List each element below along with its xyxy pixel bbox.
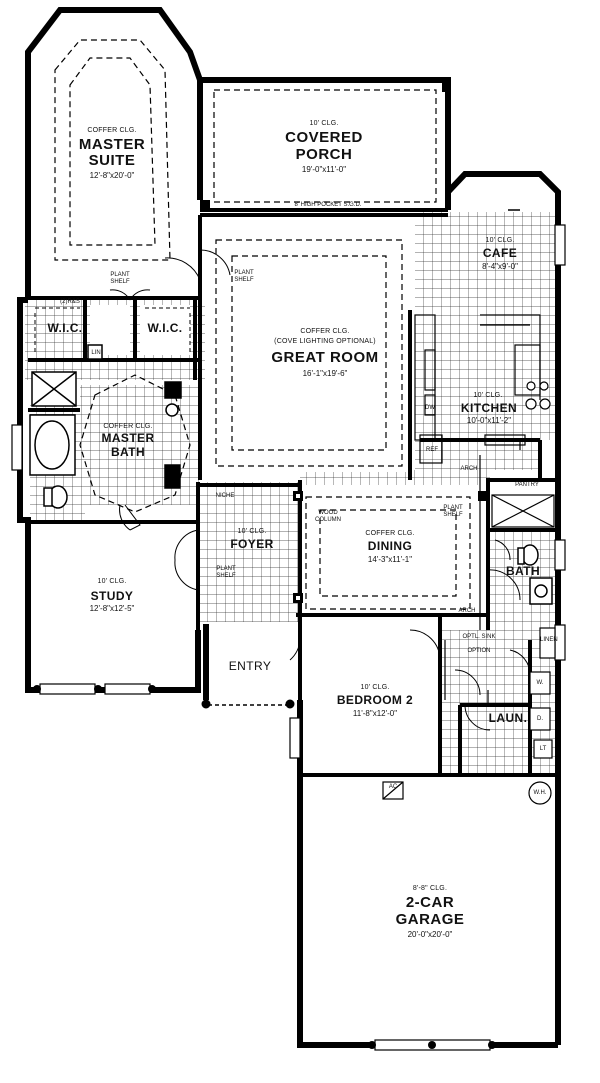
cafe-ceiling: 10' CLG. — [485, 237, 515, 244]
foyer-name: FOYER — [230, 537, 274, 551]
garage-name-2: GARAGE — [395, 911, 465, 928]
master-suite-name-2: SUITE — [88, 152, 136, 169]
dryer-label: D. — [537, 716, 543, 722]
great-room-ceiling: COFFER CLG. — [300, 328, 350, 335]
garage-ceiling: 8'-8" CLG. — [412, 885, 448, 892]
dw-label: DW — [425, 405, 435, 411]
kitchen-name: KITCHEN — [460, 401, 518, 415]
laundry-appliances — [382, 627, 556, 805]
plant-shelf-label-1a: PLANT — [110, 272, 130, 278]
wic-right: W.I.C. — [147, 321, 183, 335]
laundry-name: LAUN. — [488, 711, 528, 725]
window-posts — [33, 685, 496, 1049]
bath-name: BATH — [505, 564, 541, 578]
dining-ceiling: COFFER CLG. — [365, 530, 415, 537]
arch-label-2: ARCH — [458, 608, 476, 614]
study-ceiling: 10' CLG. — [97, 578, 127, 585]
wood-column-label-2: COLUMN — [314, 517, 341, 523]
entry-porch — [201, 699, 295, 709]
dining-name: DINING — [367, 539, 413, 553]
great-room-ceiling-note: (COVE LIGHTING OPTIONAL) — [274, 338, 376, 345]
great-room-name: GREAT ROOM — [271, 349, 379, 366]
cafe-dims: 8'-4"x9'-0" — [482, 262, 518, 271]
covered-porch-name-2: PORCH — [295, 146, 353, 163]
pantry-label: PANTRY — [515, 482, 539, 488]
bath-fixtures — [29, 344, 182, 509]
bath-2-fixtures — [517, 544, 553, 605]
optional-label: OPTION — [467, 648, 491, 654]
master-bath-name-1: MASTER — [101, 431, 155, 445]
interior-posts — [444, 455, 489, 705]
doors — [109, 209, 531, 731]
bedroom-2-ceiling: 10' CLG. — [360, 684, 390, 691]
linen-label: LINEN — [540, 637, 558, 643]
kitchen-cabinets — [414, 314, 541, 464]
garage-name-1: 2-CAR — [405, 894, 455, 911]
lt-label: LT — [539, 746, 547, 752]
ac-label: AC — [388, 784, 398, 790]
pantry — [491, 494, 555, 528]
dining-dims: 14'-3"x11'-1" — [367, 555, 413, 564]
lin-label: LIN — [91, 350, 101, 356]
great-room-dims: 16'-1"x19'-6" — [302, 369, 348, 378]
plant-shelf-label-1b: SHELF — [110, 279, 130, 285]
study-name: STUDY — [90, 589, 134, 603]
entry-name: ENTRY — [228, 659, 272, 673]
garage-dims: 20'-0"x20'-0" — [407, 930, 453, 939]
cafe-name: CAFE — [482, 246, 518, 260]
cooktop-burners — [525, 381, 551, 410]
plant-shelf-label-3a: PLANT — [443, 505, 463, 511]
covered-porch-ceiling: 10' CLG. — [309, 120, 339, 127]
master-bath-name-2: BATH — [110, 445, 146, 459]
plant-shelf-label-2a: PLANT — [234, 270, 254, 276]
master-suite-ceiling: COFFER CLG. — [87, 127, 137, 134]
coffer-ceiling-lines — [54, 39, 471, 610]
master-suite-name-1: MASTER — [78, 136, 146, 153]
kitchen-dims: 10'-0"x11'-2" — [466, 416, 512, 425]
optional-sink-label: OPTL. SINK — [462, 634, 496, 640]
washer-label: W. — [536, 680, 544, 686]
bedroom-2-dims: 11'-8"x12'-0" — [352, 709, 398, 718]
wic-left: W.I.C. — [47, 321, 83, 335]
plant-shelf-label-4b: SHELF — [216, 573, 236, 579]
master-suite-dims: 12'-8"x20'-0" — [89, 171, 135, 180]
study-dims: 12'-8"x12'-5" — [89, 604, 135, 613]
bedroom-2-name: BEDROOM 2 — [336, 693, 414, 707]
rs-label-top: (2)R&S — [60, 299, 80, 305]
plant-shelf-label-2b: SHELF — [234, 277, 254, 283]
niche-label: NICHE — [215, 493, 235, 499]
interior-walls — [28, 208, 558, 777]
covered-porch-name-1: COVERED — [285, 129, 363, 146]
wh-label: W.H. — [533, 790, 547, 796]
plant-shelf-label-4a: PLANT — [216, 566, 236, 572]
closet-rods — [34, 307, 191, 355]
covered-porch-dims: 19'-0"x11'-0" — [301, 165, 347, 174]
pocket-door-note: 8' HIGH POCKET S.G.D. — [294, 202, 362, 208]
arch-label-1: ARCH — [460, 466, 478, 472]
column-inner — [296, 494, 300, 600]
room-interiors — [30, 12, 557, 1043]
ref-label: REF — [426, 447, 438, 453]
plant-shelf-label-3b: SHELF — [443, 512, 463, 518]
wood-column-label-1: WOOD — [318, 510, 338, 516]
master-bath-ceiling: COFFER CLG. — [103, 423, 153, 430]
kitchen-ceiling: 10' CLG. — [473, 392, 503, 399]
foyer-ceiling: 10' CLG. — [237, 528, 267, 535]
